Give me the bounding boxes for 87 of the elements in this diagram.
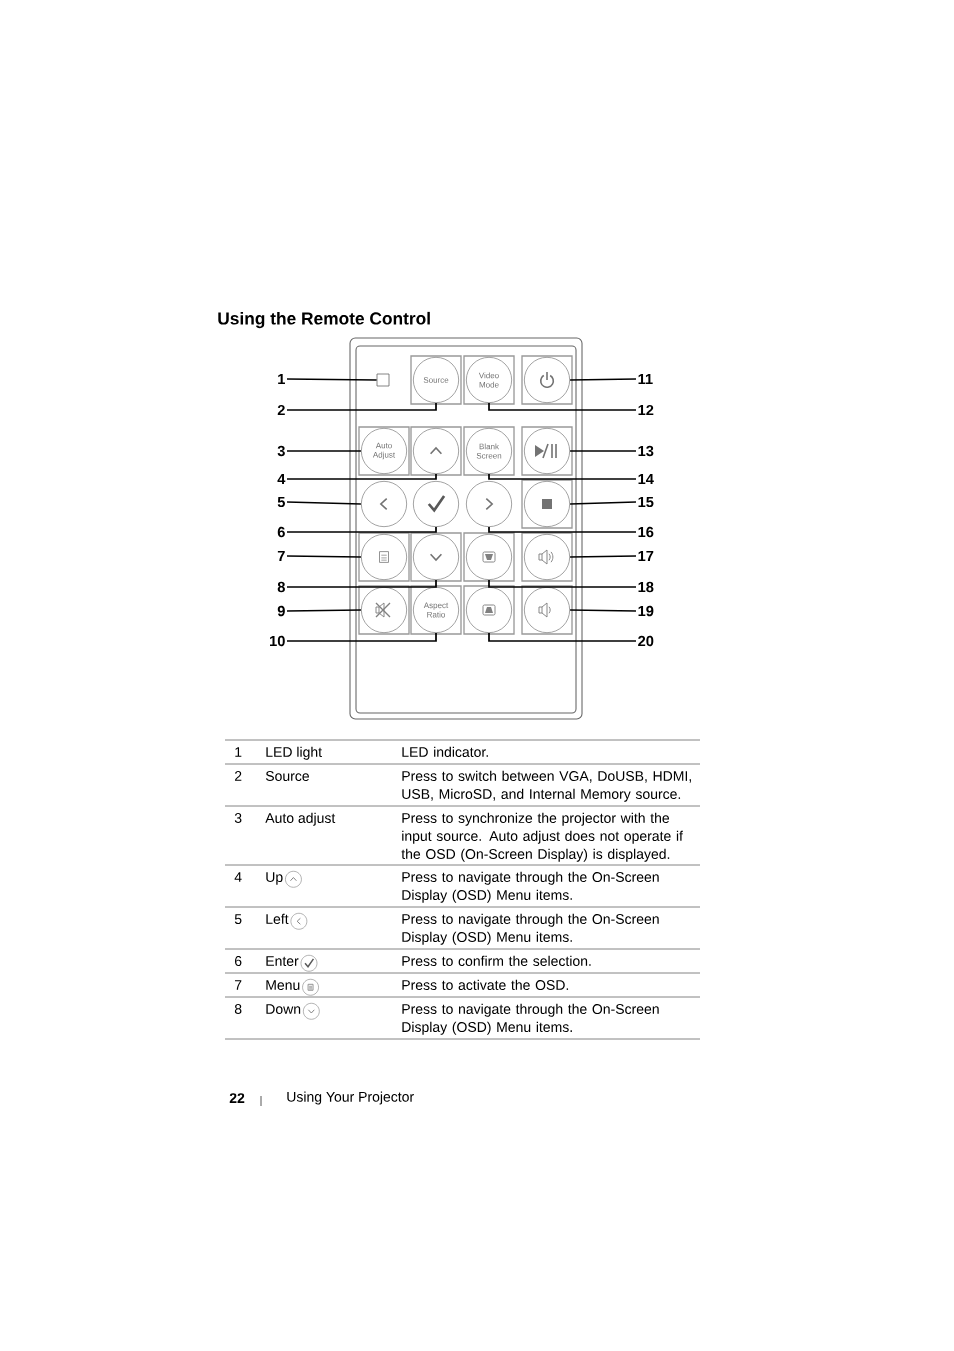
button-name: Enter	[266, 956, 299, 966]
callout-number: 3	[277, 445, 285, 457]
remote-button	[465, 480, 513, 528]
description: LED indicator.	[402, 746, 488, 757]
remote-button	[360, 586, 408, 634]
callout-number: 20	[638, 635, 654, 647]
callout-number: 15	[638, 496, 654, 508]
callout-number: 2	[277, 404, 285, 416]
callout-number: 8	[277, 581, 285, 593]
button-name: Down	[266, 1004, 301, 1014]
remote-button	[465, 533, 513, 581]
leader-line	[569, 450, 637, 452]
row-number: 5	[234, 914, 242, 924]
leader-line	[488, 402, 637, 411]
remote-button: Video Mode	[465, 356, 513, 404]
leader-line	[569, 609, 637, 612]
section-title: Using the Remote Control	[218, 311, 430, 329]
remote-button: Aspect Ratio	[412, 586, 460, 634]
remote-button	[523, 356, 571, 404]
remote-button: Auto Adjust	[360, 427, 408, 475]
remote-button: Source	[412, 356, 460, 404]
row-number: 6	[235, 956, 242, 966]
description: Press to activate the OSD.	[402, 979, 569, 990]
row-number: 4	[234, 872, 242, 882]
description: Press to navigate through the On-Screen Display (OSD) Menu items.	[402, 871, 659, 903]
leader-line	[488, 526, 637, 533]
running-footer: Using Your Projector	[287, 1091, 414, 1105]
description: Press to navigate through the On-Screen Display (OSD) Menu items.	[402, 1003, 659, 1035]
leader-line	[286, 378, 378, 381]
callout-number: 19	[638, 605, 654, 617]
remote-button	[465, 586, 513, 634]
row-number: 2	[235, 771, 242, 781]
leader-line	[569, 501, 637, 505]
callout-number: 10	[270, 635, 285, 647]
description: Press to switch between VGA, DoUSB, HDMI, USB, MicroSD, and Internal Memory source.	[402, 770, 691, 802]
callout-number: 13	[638, 445, 654, 457]
description: Press to navigate through the On-Screen Display (OSD) Menu items.	[402, 913, 659, 945]
leader-line	[286, 555, 362, 558]
button-name: Source	[265, 771, 309, 781]
callout-number: 5	[277, 496, 285, 508]
callout-number: 11	[638, 373, 653, 385]
remote-button	[523, 533, 571, 581]
remote-button	[523, 586, 571, 634]
callout-number: 4	[277, 473, 286, 485]
callout-number: 9	[277, 605, 285, 617]
remote-button	[523, 427, 571, 475]
leader-line	[286, 526, 437, 533]
remote-button	[360, 480, 408, 528]
callout-number: 7	[277, 550, 285, 562]
callout-number: 17	[638, 550, 654, 562]
callout-number: 6	[277, 526, 285, 538]
leader-line	[286, 632, 437, 642]
leader-line	[569, 378, 637, 381]
row-number: 7	[235, 980, 242, 990]
button-name: Menu	[266, 980, 300, 990]
button-name: Left	[266, 913, 289, 924]
row-number: 8	[234, 1004, 242, 1014]
button-name: LED light	[266, 746, 322, 760]
leader-line	[286, 501, 362, 505]
remote-button: Blank Screen	[465, 427, 513, 475]
remote-button	[360, 533, 408, 581]
description: Press to confirm the selection.	[402, 955, 591, 966]
row-number: 1	[235, 747, 242, 757]
leader-line	[286, 579, 437, 588]
leader-line	[488, 632, 637, 642]
callout-number: 18	[638, 581, 654, 593]
leader-line	[569, 555, 637, 558]
leader-line	[488, 473, 637, 480]
callout-number: 12	[638, 404, 654, 416]
description: Press to synchronize the projector with the input source. Auto adjust does not operate if the OSD (On-Screen Display) is displayed.	[401, 812, 683, 862]
leader-line	[286, 473, 437, 480]
callout-number: 16	[638, 526, 654, 538]
remote-button	[523, 480, 571, 528]
leader-line	[286, 609, 362, 612]
row-number: 3	[234, 813, 242, 823]
remote-button	[412, 480, 460, 528]
button-name: Up	[266, 872, 283, 885]
callout-number: 14	[638, 473, 654, 485]
leader-line	[286, 402, 437, 411]
callout-number: 1	[278, 373, 285, 385]
button-name: Auto adjust	[265, 812, 336, 826]
led-light	[376, 373, 390, 387]
leader-line	[488, 579, 637, 588]
remote-button	[412, 533, 460, 581]
remote-button	[412, 427, 460, 475]
page-number: 22	[229, 1093, 245, 1103]
leader-line	[286, 450, 362, 452]
